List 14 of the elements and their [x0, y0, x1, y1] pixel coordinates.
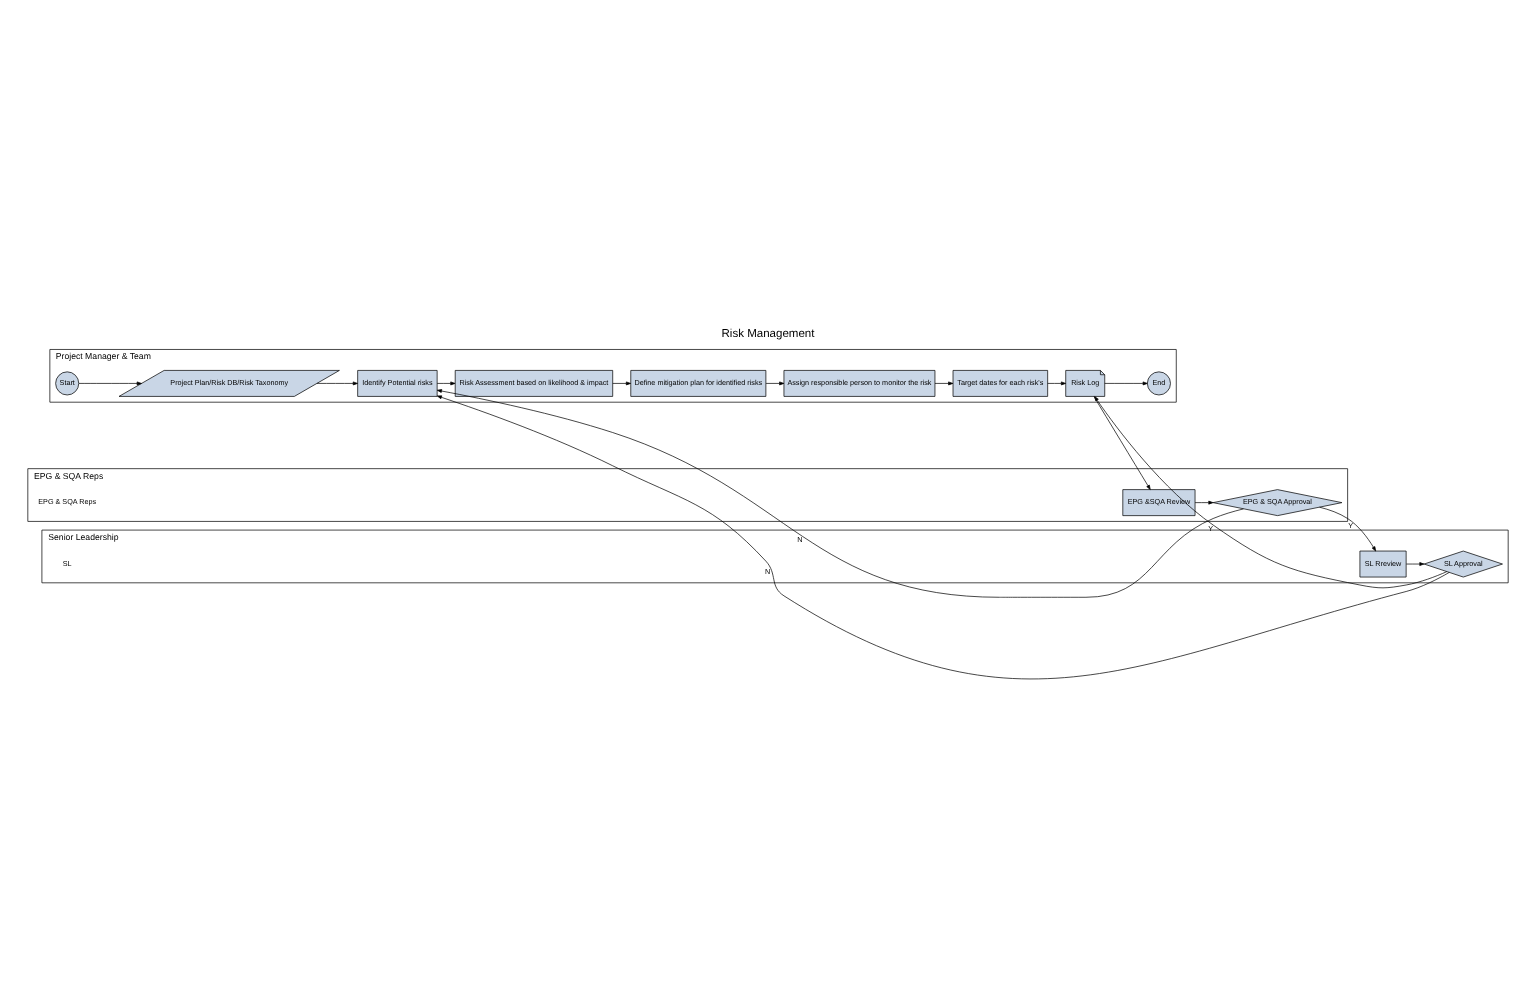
arrow — [1094, 396, 1448, 589]
arrow — [1093, 396, 1151, 490]
arrow — [934, 381, 954, 386]
arrow — [436, 395, 1450, 680]
arrow — [612, 381, 631, 386]
arrow — [436, 381, 456, 386]
arrow — [1194, 500, 1214, 505]
arrow — [316, 381, 358, 386]
arrow — [1047, 381, 1066, 386]
arrow — [436, 389, 1244, 598]
arrow — [1406, 562, 1425, 566]
arrow — [1104, 381, 1148, 386]
arrow — [765, 381, 785, 386]
arrow — [78, 381, 142, 386]
